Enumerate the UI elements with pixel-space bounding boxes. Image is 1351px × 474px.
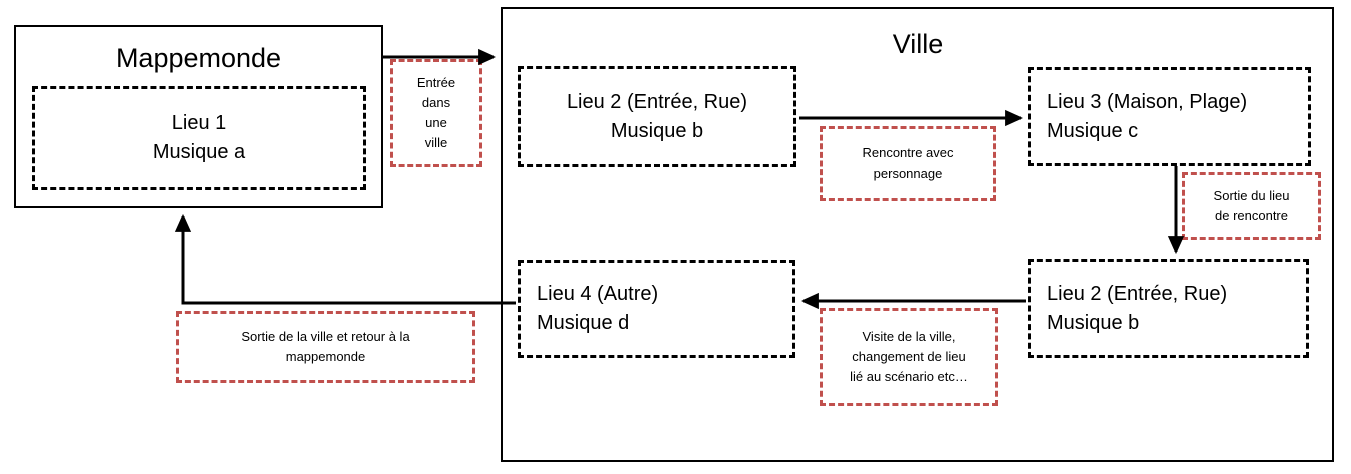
note-exit-city-line2: mappemonde [285,349,366,364]
lieu3-name: Lieu 3 (Maison, Plage) [1047,90,1248,113]
lieu1-name: Lieu 1 [171,112,227,134]
note-exit-city-line1: Sortie de la ville et retour à la [241,328,410,344]
mappemonde-container [14,25,383,208]
lieu4-music: Musique d [537,312,630,334]
place-box-lieu3: Lieu 3 (Maison, Plage) Musique c [1028,67,1311,166]
note-visit-city-line3: lié au scénario etc… [850,369,968,385]
place-box-lieu2-bottom: Lieu 2 (Entrée, Rue) Musique b [1028,259,1309,358]
lieu2-top-music: Musique b [610,119,704,142]
lieu1-music: Musique a [152,141,246,163]
note-entry-city-line2: dans [421,94,451,110]
lieu2-bottom-music: Musique b [1047,311,1140,334]
note-visit-city: Visite de la ville, changement de lieu l… [820,308,998,406]
note-meet-character-line2: personnage [873,165,943,181]
ville-title: Ville [892,29,944,59]
mappemonde-title: Mappemonde [115,43,282,73]
note-exit-meeting-line1: Sortie du lieu [1213,187,1290,203]
note-entry-city: Entrée dans une ville [390,59,482,167]
place-box-lieu4: Lieu 4 (Autre) Musique d [518,260,795,358]
place-box-lieu2-top: Lieu 2 (Entrée, Rue) Musique b [518,66,796,167]
note-exit-meeting: Sortie du lieu de rencontre [1182,172,1321,240]
lieu2-bottom-name: Lieu 2 (Entrée, Rue) [1047,282,1228,305]
arrow-lieu4-to-mappemonde [174,213,516,305]
lieu4-name: Lieu 4 (Autre) [537,283,659,305]
note-exit-city: Sortie de la ville et retour à la mappem… [176,311,475,383]
place-box-lieu1: Lieu 1 Musique a [32,86,366,190]
note-meet-character-line1: Rencontre avec [862,145,954,161]
note-meet-character: Rencontre avec personnage [820,126,996,201]
note-exit-meeting-line2: de rencontre [1215,208,1288,223]
note-entry-city-line3: une [425,115,447,130]
note-visit-city-line2: changement de lieu [852,348,966,364]
note-entry-city-line4: ville [424,135,448,151]
lieu2-top-name: Lieu 2 (Entrée, Rue) [566,90,748,113]
note-visit-city-line1: Visite de la ville, [862,328,956,344]
note-entry-city-line1: Entrée [416,74,456,90]
lieu3-music: Musique c [1047,119,1139,142]
